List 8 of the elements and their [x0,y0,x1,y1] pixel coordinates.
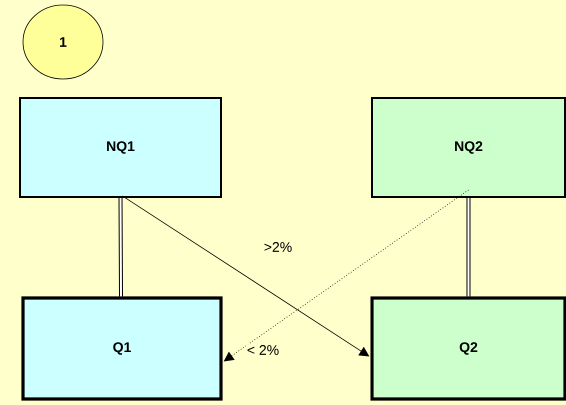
process-box: Q1 [21,296,223,401]
arrow [122,196,370,356]
edge-label: >2% [262,241,294,253]
edge-label: < 2% [246,344,280,356]
process-box: NQ1 [19,97,222,198]
arrow [224,190,469,362]
process-box: Q2 [370,296,566,401]
process-box: NQ2 [371,97,566,198]
